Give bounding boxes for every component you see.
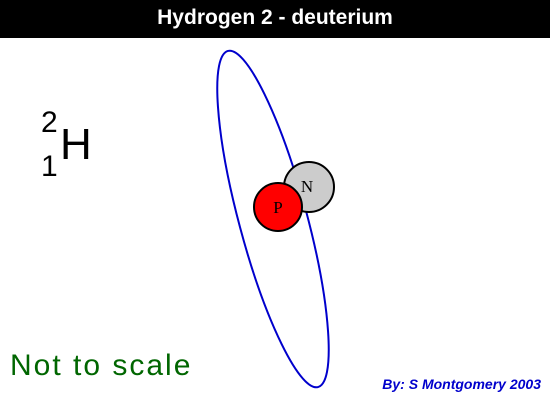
atomic-number: 1 [41,150,58,183]
title-bar: Hydrogen 2 - deuterium [0,0,550,38]
proton [253,182,303,232]
neutron-label: N [301,177,313,196]
element-symbol: H [60,120,92,169]
isotope-notation: 2 1 H [38,108,118,188]
proton-label: P [273,198,282,217]
author-credit: By: S Montgomery 2003 [382,376,541,392]
page-title: Hydrogen 2 - deuterium [157,6,393,29]
mass-number: 2 [41,106,58,139]
scale-caption: Not to scale [10,349,193,382]
